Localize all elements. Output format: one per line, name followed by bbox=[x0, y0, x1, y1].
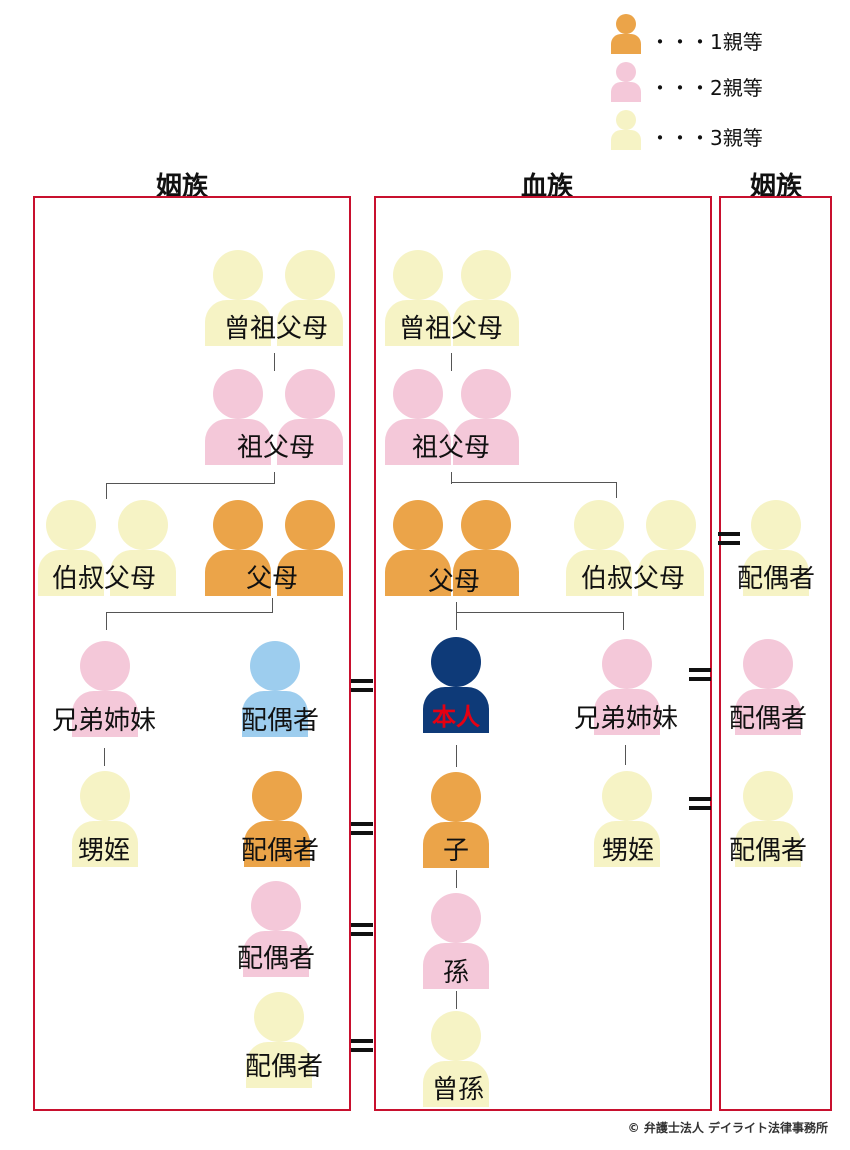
person-figure bbox=[423, 1011, 489, 1107]
label-nephews-nieces: 甥姪 bbox=[601, 836, 655, 866]
legend-label-degree2: ・・・2親等 bbox=[650, 76, 763, 100]
person-figure bbox=[277, 250, 343, 346]
person-figure-self bbox=[423, 637, 489, 733]
equals-sign bbox=[351, 679, 373, 692]
person-figure bbox=[453, 369, 519, 465]
label-spouse: 配偶者 bbox=[240, 706, 320, 736]
label-uncles-aunts: 伯叔父母 bbox=[51, 564, 157, 594]
label-grandparents: 祖父母 bbox=[236, 433, 316, 463]
connector-line bbox=[616, 482, 617, 498]
person-figure bbox=[38, 500, 104, 596]
legend-label-degree1: ・・・1親等 bbox=[650, 30, 763, 54]
connector-line bbox=[625, 745, 626, 765]
connector-line bbox=[274, 472, 275, 484]
connector-line bbox=[451, 472, 452, 484]
label-grandchild: 孫 bbox=[442, 958, 470, 988]
legend-label-degree3: ・・・3親等 bbox=[650, 126, 763, 150]
connector-line bbox=[106, 483, 275, 484]
equals-sign bbox=[718, 532, 740, 545]
label-spouse: 配偶者 bbox=[244, 1052, 324, 1082]
person-figure bbox=[594, 639, 660, 735]
label-spouse: 配偶者 bbox=[728, 704, 808, 734]
label-self: 本人 bbox=[432, 703, 480, 731]
person-figure bbox=[743, 500, 809, 596]
person-figure bbox=[385, 369, 451, 465]
connector-line bbox=[106, 612, 273, 613]
label-parents: 父母 bbox=[245, 564, 299, 594]
equals-sign bbox=[351, 923, 373, 936]
label-uncles-aunts: 伯叔父母 bbox=[580, 564, 686, 594]
label-great-grandparents: 曾祖父母 bbox=[398, 314, 504, 344]
person-figure bbox=[735, 771, 801, 867]
legend-body bbox=[611, 34, 641, 54]
label-spouse: 配偶者 bbox=[240, 836, 320, 866]
connector-line bbox=[456, 991, 457, 1009]
connector-line bbox=[104, 748, 105, 766]
person-figure bbox=[423, 772, 489, 868]
label-spouse: 配偶者 bbox=[728, 836, 808, 866]
legend-figure-degree1 bbox=[611, 14, 641, 56]
label-great-grandparents: 曾祖父母 bbox=[223, 314, 329, 344]
legend-head bbox=[616, 14, 636, 34]
person-figure bbox=[277, 500, 343, 596]
equals-sign bbox=[689, 797, 711, 810]
label-siblings: 兄弟姉妹 bbox=[51, 706, 157, 736]
label-parents: 父母 bbox=[427, 567, 481, 597]
legend-head bbox=[616, 62, 636, 82]
label-spouse: 配偶者 bbox=[736, 564, 816, 594]
person-figure-spouse bbox=[242, 641, 308, 737]
label-siblings: 兄弟姉妹 bbox=[573, 704, 679, 734]
person-figure bbox=[205, 369, 271, 465]
connector-line bbox=[451, 353, 452, 371]
person-figure bbox=[385, 250, 451, 346]
person-figure bbox=[110, 500, 176, 596]
person-figure bbox=[385, 500, 451, 596]
copyright-credit: © 弁護士法人 デイライト法律事務所 bbox=[627, 1121, 828, 1135]
frame-center-blood bbox=[374, 196, 712, 1111]
label-spouse: 配偶者 bbox=[236, 944, 316, 974]
label-grandparents: 祖父母 bbox=[411, 433, 491, 463]
label-great-grandchild: 曾孫 bbox=[431, 1075, 485, 1105]
legend-body bbox=[611, 82, 641, 102]
person-figure bbox=[205, 250, 271, 346]
person-figure bbox=[246, 992, 312, 1088]
person-figure bbox=[277, 369, 343, 465]
connector-line bbox=[272, 598, 273, 612]
frame-right-affinity bbox=[719, 196, 832, 1111]
connector-line bbox=[456, 612, 624, 613]
person-figure bbox=[735, 639, 801, 735]
connector-line bbox=[106, 612, 107, 630]
connector-line bbox=[106, 483, 107, 499]
person-figure bbox=[205, 500, 271, 596]
connector-line bbox=[456, 870, 457, 888]
person-figure bbox=[72, 771, 138, 867]
equals-sign bbox=[351, 1039, 373, 1052]
person-figure bbox=[566, 500, 632, 596]
person-figure bbox=[72, 641, 138, 737]
legend-body bbox=[611, 130, 641, 150]
connector-line bbox=[456, 745, 457, 767]
legend-figure-degree2 bbox=[611, 62, 641, 104]
legend-head bbox=[616, 110, 636, 130]
person-figure bbox=[594, 771, 660, 867]
frame-left-affinity bbox=[33, 196, 351, 1111]
person-figure bbox=[423, 893, 489, 989]
equals-sign bbox=[351, 822, 373, 835]
person-figure bbox=[453, 250, 519, 346]
connector-line bbox=[451, 482, 617, 483]
person-figure bbox=[243, 881, 309, 977]
person-figure bbox=[244, 771, 310, 867]
connector-line bbox=[623, 612, 624, 630]
connector-line bbox=[456, 602, 457, 630]
label-nephews-nieces: 甥姪 bbox=[77, 836, 131, 866]
label-child: 子 bbox=[442, 836, 470, 866]
person-figure bbox=[638, 500, 704, 596]
equals-sign bbox=[689, 668, 711, 681]
connector-line bbox=[274, 353, 275, 371]
person-figure bbox=[453, 500, 519, 596]
legend-figure-degree3 bbox=[611, 110, 641, 152]
